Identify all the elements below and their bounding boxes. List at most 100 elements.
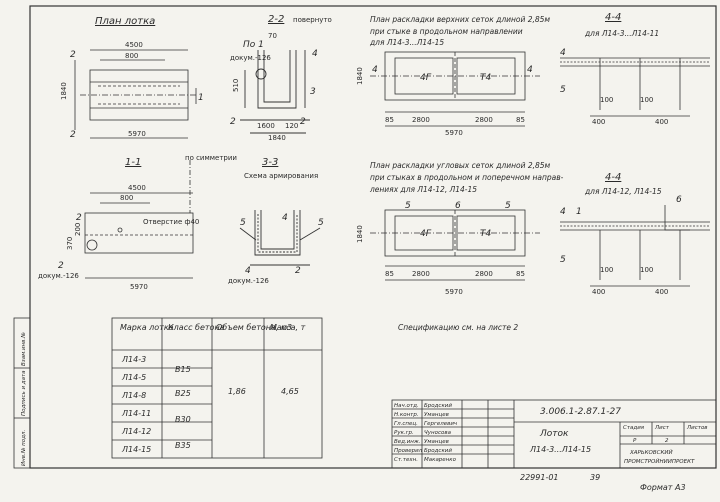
- mark-1-sec44bot: 1: [576, 207, 582, 217]
- stamp-sheet: 2: [665, 438, 669, 444]
- dim-85a: 85: [385, 116, 394, 124]
- table-mass: 4,65: [281, 387, 299, 396]
- dim-400b: 400: [655, 118, 668, 126]
- section-2-2: [240, 50, 310, 134]
- stamp-role: Гл.спец.: [394, 421, 418, 427]
- dim-800b: 800: [120, 194, 133, 202]
- mark-5-sec44bot: 5: [560, 255, 566, 265]
- dokum126-sec33: докум.-126: [228, 277, 269, 285]
- sec44-top-sub: для Л14-3...Л14-11: [584, 29, 659, 38]
- mark-3-sec22: 3: [310, 87, 316, 97]
- dokum126-sec11: докум.-126: [38, 272, 79, 280]
- th-mass: Масса, т: [270, 323, 306, 332]
- section-3-3: [239, 210, 321, 266]
- corner-nets-title-1: План раскладки угловых сеток длиной 2,85…: [370, 161, 551, 170]
- mark-4-sec33: 4: [282, 213, 288, 223]
- dim-1840c: 1840: [356, 67, 364, 85]
- mark-6-sec44bot: 6: [676, 195, 682, 205]
- dim-5970c: 5970: [445, 129, 463, 137]
- mark-2-sec11: 2: [76, 213, 82, 223]
- mark-2-sec33: 2: [295, 266, 301, 276]
- th-mark: Марка лотка: [120, 323, 174, 332]
- otverstie-label: Отверстие ф40: [143, 218, 199, 226]
- section-4-4-bottom: [560, 205, 710, 287]
- corner-nets-title-3: лениях для Л14-12, Л14-15: [369, 185, 477, 194]
- stamp-subtitle: Л14-3...Л14-15: [529, 445, 591, 454]
- dim-510: 510: [232, 79, 240, 92]
- dim-400d: 400: [655, 288, 668, 296]
- mark-2-sec22: 2: [230, 117, 236, 127]
- stamp-role: Проверил: [394, 448, 423, 454]
- mark-5-sec33b: 5: [318, 218, 324, 228]
- table-row-class: В15: [175, 365, 191, 374]
- stamp-name: Гергелевич: [424, 421, 458, 427]
- dim-100a: 100: [600, 96, 613, 104]
- table-row-mark: Л14-11: [121, 409, 151, 418]
- corner-nets-plan: [370, 209, 540, 281]
- side-stamp-3: Взам.инв.№: [21, 332, 27, 366]
- corner-net-left: 4Г: [420, 229, 432, 239]
- dim-100c: 100: [600, 266, 613, 274]
- stamp-name: Макаренко: [424, 457, 457, 463]
- mark-2-sec11b: 2: [58, 261, 64, 271]
- dokum126-label: докум.-126: [230, 54, 271, 62]
- stamp-role: Вед.инж.: [394, 439, 421, 445]
- mark-5-sec33: 5: [240, 218, 246, 228]
- dim-1840d: 1840: [356, 225, 364, 243]
- sec22-note: повернуто: [293, 16, 332, 24]
- top-nets-title-1: План раскладки верхних сеток длиной 2,85…: [370, 15, 550, 24]
- top-nets-title-2: при стыке в продольном направлении: [370, 27, 523, 36]
- stamp-code: 3.006.1-2.87.1-27: [540, 407, 621, 417]
- stamp-role: Н.контр.: [394, 412, 419, 418]
- top-net-left: 4Г: [420, 73, 432, 83]
- title-sec22: 2-2: [268, 14, 284, 25]
- format-label: Формат А3: [640, 483, 686, 492]
- stamp-name: Бродский: [424, 403, 452, 409]
- dim-370: 370: [66, 237, 74, 250]
- stamp-stage-h: Стадия: [623, 425, 645, 431]
- top-net-right: Т4: [480, 73, 491, 83]
- stamp-org2: ПРОМСТРОЙНИИПРОЕКТ: [624, 458, 695, 465]
- table-row-class: В30: [175, 415, 191, 424]
- dim-2800d: 2800: [475, 270, 493, 278]
- section-1-1: [84, 160, 194, 279]
- stamp-name: Чуносова: [424, 430, 452, 436]
- stamp-title: Лоток: [539, 429, 569, 439]
- side-stamp-1: Инв.№ подл.: [21, 430, 27, 466]
- spec-note: Спецификацию см. на листе 2: [398, 323, 518, 332]
- stamp-sheets-h: Листов: [686, 425, 708, 431]
- dim-1840: 1840: [60, 82, 68, 100]
- mark-4-sec44top: 4: [560, 48, 566, 58]
- mark-4-sec44bot: 4: [560, 207, 566, 217]
- dim-200: 200: [74, 223, 82, 236]
- side-stamp: [13, 317, 31, 469]
- th-volume: Объем бетона, м3: [216, 323, 292, 332]
- dim-1840b: 1840: [268, 134, 286, 142]
- stamp-role: Рук.гр.: [394, 430, 414, 436]
- th-class: Класс бетона: [168, 323, 225, 332]
- inventory-number: 22991-01: [520, 473, 559, 482]
- dim-100d: 100: [640, 266, 653, 274]
- title-sec33: 3-3: [262, 157, 278, 168]
- table-row-mark: Л14-3: [121, 355, 146, 364]
- table-row-mark: Л14-15: [121, 445, 151, 454]
- sheet-frame: [29, 5, 717, 469]
- sec44-bot-sub: для Л14-12, Л14-15: [584, 187, 662, 196]
- dim-2800b: 2800: [475, 116, 493, 124]
- stamp-stage: Р: [633, 438, 637, 444]
- top-nets-title-3: для Л14-3...Л14-15: [369, 38, 444, 47]
- stamp-name: Бродский: [424, 448, 452, 454]
- table-row-class: В35: [175, 441, 191, 450]
- side-stamp-2: Подпись и дата: [21, 370, 27, 416]
- title-sec11: 1-1: [125, 157, 141, 168]
- dim-400a: 400: [592, 118, 605, 126]
- stamp-org1: ХАРЬКОВСКИЙ: [629, 449, 673, 456]
- mark-4-topnets-b: 4: [527, 65, 533, 75]
- dim-85b: 85: [516, 116, 525, 124]
- dim-85c: 85: [385, 270, 394, 278]
- stamp-role: Нач.отд.: [394, 403, 419, 409]
- po1-label: По 1: [243, 40, 264, 50]
- mark-4-sec22: 4: [312, 49, 318, 59]
